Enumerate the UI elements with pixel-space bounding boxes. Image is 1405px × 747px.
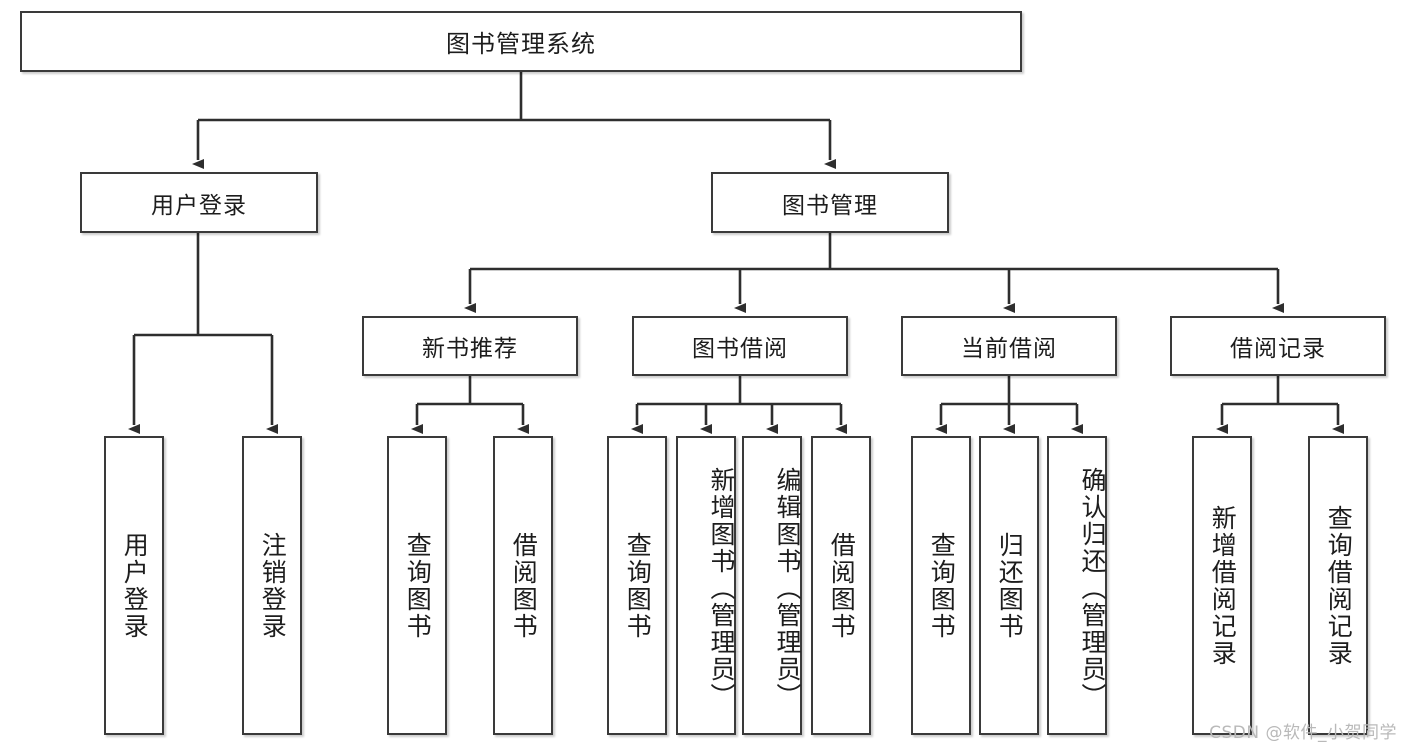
leaf-new-book-borrow[interactable]: 借阅图书 — [493, 436, 553, 735]
leaf-borrow-book-borrow[interactable]: 借阅图书 — [811, 436, 871, 735]
leaf-borrow-book-add-label: 新增图书（管理员） — [707, 467, 736, 710]
leaf-current-borrow-return[interactable]: 归还图书 — [979, 436, 1039, 735]
node-book-manage-label: 图书管理 — [782, 192, 878, 219]
leaf-borrow-book-borrow-label: 借阅图书 — [827, 531, 857, 640]
csdn-watermark: CSDN @软件_小贺同学 — [1209, 723, 1397, 743]
node-current-borrow-label: 当前借阅 — [961, 336, 1057, 362]
leaf-borrow-record-query-label: 查询借阅记录 — [1324, 504, 1354, 667]
node-user-login-label: 用户登录 — [151, 192, 247, 219]
leaf-current-borrow-query[interactable]: 查询图书 — [911, 436, 971, 735]
leaf-user-login-login[interactable]: 用户登录 — [104, 436, 164, 735]
node-new-book-recommend-label: 新书推荐 — [422, 336, 518, 362]
leaf-current-borrow-return-label: 归还图书 — [995, 531, 1025, 640]
leaf-user-login-logout-label: 注销登录 — [258, 531, 288, 640]
leaf-borrow-book-query[interactable]: 查询图书 — [607, 436, 667, 735]
leaf-current-borrow-confirm-label: 确认归还（管理员） — [1078, 467, 1107, 710]
node-user-login[interactable]: 用户登录 — [80, 172, 318, 233]
leaf-borrow-record-add[interactable]: 新增借阅记录 — [1192, 436, 1252, 735]
node-new-book-recommend[interactable]: 新书推荐 — [362, 316, 578, 376]
node-book-manage[interactable]: 图书管理 — [711, 172, 949, 233]
leaf-borrow-record-query[interactable]: 查询借阅记录 — [1308, 436, 1368, 735]
node-current-borrow[interactable]: 当前借阅 — [901, 316, 1117, 376]
leaf-user-login-login-label: 用户登录 — [120, 531, 150, 640]
leaf-user-login-logout[interactable]: 注销登录 — [242, 436, 302, 735]
node-root-system[interactable]: 图书管理系统 — [20, 11, 1022, 72]
leaf-borrow-book-add[interactable]: 新增图书（管理员） — [676, 436, 736, 735]
leaf-borrow-book-edit[interactable]: 编辑图书（管理员） — [742, 436, 802, 735]
leaf-new-book-query-label: 查询图书 — [403, 531, 433, 640]
leaf-current-borrow-confirm[interactable]: 确认归还（管理员） — [1047, 436, 1107, 735]
node-root-label: 图书管理系统 — [446, 30, 596, 58]
leaf-current-borrow-query-label: 查询图书 — [927, 531, 957, 640]
node-book-borrow[interactable]: 图书借阅 — [632, 316, 848, 376]
leaf-borrow-book-edit-label: 编辑图书（管理员） — [773, 467, 802, 710]
leaf-borrow-record-add-label: 新增借阅记录 — [1208, 504, 1238, 667]
leaf-new-book-borrow-label: 借阅图书 — [509, 531, 539, 640]
node-book-borrow-label: 图书借阅 — [692, 336, 788, 362]
node-borrow-record-label: 借阅记录 — [1230, 336, 1326, 362]
leaf-borrow-book-query-label: 查询图书 — [623, 531, 653, 640]
leaf-new-book-query[interactable]: 查询图书 — [387, 436, 447, 735]
node-borrow-record[interactable]: 借阅记录 — [1170, 316, 1386, 376]
